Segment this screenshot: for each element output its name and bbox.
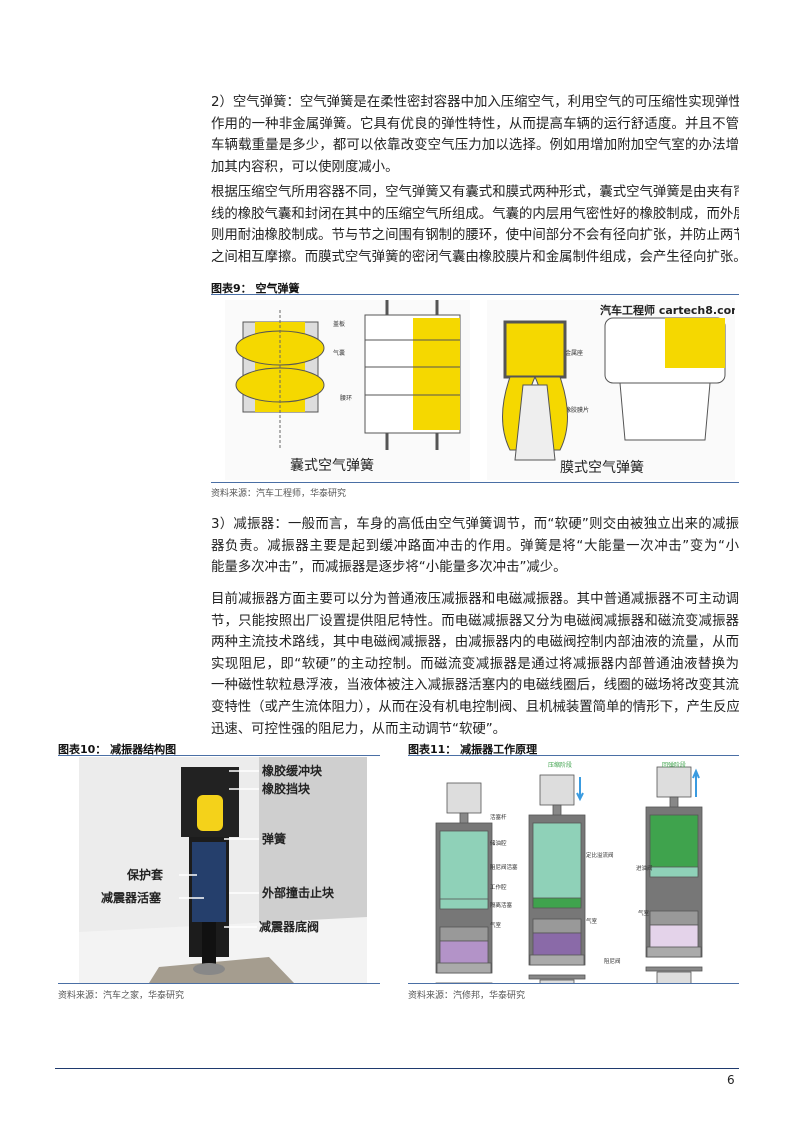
figure-11-source: 资料来源：汽修邦，华泰研究 [408, 991, 526, 1001]
paragraph-shock-absorber: 3）减振器：一般而言，车身的高低由空气弹簧调节，而“软硬”则交由被独立出来的减振… [211, 514, 739, 579]
text-line: 线的橡胶气囊和封闭在其中的压缩空气所组成。气囊的内层用气密性好的橡胶制成，而外层 [211, 206, 739, 222]
shock-bottom [528, 974, 586, 980]
figure-9-caption: 图表9： 空气弹簧 [211, 282, 300, 295]
text-line: 实现阻尼，即“软硬”的主动控制。而磁流变减振器是通过将减振器内部普通油液替换为 [211, 656, 739, 672]
text-line: 器负责。减振器主要是起到缓冲路面冲击的作用。弹簧是将“大能量一次冲击”变为“小 [211, 538, 739, 554]
isolation-piston [532, 918, 582, 934]
divider [211, 294, 739, 295]
diaphragm-spring-section [502, 320, 568, 461]
legend-damper-valve: 阻尼阀 [604, 957, 621, 965]
text-line: 两种主流技术路线，其中电磁阀减振器，由减振器内的电磁阀控制内部油液的流量，从而 [211, 635, 739, 651]
label-metal-seat: 金属座 [565, 349, 583, 357]
label-external-stop: 外部撞击止块 [262, 885, 335, 900]
label-rubber-diaphragm: 橡胶膜片 [565, 406, 589, 414]
label-waist-ring: 腰环 [340, 395, 352, 402]
base [529, 954, 585, 966]
top-mount [656, 766, 692, 798]
label-relief-valve: 定比溢流阀 [586, 851, 614, 859]
text-line: 作用的一种非金属弹簧。它具有优良的弹性特性，从而提高车辆的运行舒适度。并且不管 [211, 116, 739, 132]
text-line: 节，只能按照出厂设置提供阻尼特性。而电磁减振器又分为电磁阀减振器和磁流变减振器 [211, 613, 739, 629]
arrow-down-icon [576, 777, 584, 802]
text-line: 迅速、可控性强的阻尼力，从而主动调节“软硬”。 [211, 721, 507, 737]
text-line: 根据压缩空气所用容器不同，空气弹簧又有囊式和膜式两种形式，囊式空气弹簧是由夹有帘 [211, 185, 739, 200]
working-chamber [649, 866, 699, 878]
figure-10-photo: 橡胶缓冲块 橡胶挡块 弹簧 保护套 减震器活塞 外部撞击止块 减震器底阀 [79, 757, 367, 983]
divider [58, 755, 380, 756]
label-piston: 减震器活塞 [101, 890, 162, 905]
figure-11-caption: 图表11： 减振器工作原理 [408, 743, 538, 756]
isolation-piston [439, 926, 489, 942]
text-line: 加其内容积，可以使刚度减小。 [211, 159, 399, 175]
text-line: 能量多次冲击”，而减振器是逐步将“小能量多次冲击”减少。 [211, 560, 567, 576]
shock-absorber-image [181, 767, 239, 975]
base [436, 962, 492, 974]
text-line: 车辆载重量是多少，都可以依靠改变空气压力加以选择。例如用增加附加空气室的办法增 [211, 138, 739, 154]
divider [58, 983, 380, 984]
text-line: 2）空气弹簧：空气弹簧是在柔性密封容器中加入压缩空气，利用空气的可压缩性实现弹性 [211, 95, 739, 110]
label-spring: 弹簧 [262, 831, 286, 846]
text-line: 则用耐油橡胶制成。节与节之间围有钢制的腰环，使中间部分不会有径向扩张，并防止两节 [211, 228, 739, 244]
label-airbag: 气囊 [333, 349, 345, 357]
shock-bottom [645, 966, 703, 972]
label-piston-rod: 活塞杆 [490, 813, 507, 821]
paragraph-air-spring: 2）空气弹簧：空气弹簧是在柔性密封容器中加入压缩空气，利用空气的可压缩性实现弹性… [211, 92, 739, 178]
oil-chamber [439, 830, 489, 908]
label-bellows-type: 囊式空气弹簧 [290, 457, 374, 474]
label-rebound-stage: 回弹阶段 [662, 761, 686, 769]
text-line: 3）减振器：一般而言，车身的高低由空气弹簧调节，而“软硬”则交由被独立出来的减振 [211, 517, 739, 532]
isolation-piston [649, 910, 699, 926]
label-inlet-valve: 进油阀 [636, 864, 653, 872]
paragraph-shock-absorber-types: 目前减振器方面主要可以分为普通液压减振器和电磁减振器。其中普通减振器不可主动调 … [211, 589, 739, 740]
label-gas-chamber: 气室 [586, 917, 598, 925]
figure-10-caption: 图表10： 减振器结构图 [58, 743, 177, 756]
paragraph-air-spring-types: 根据压缩空气所用容器不同，空气弹簧又有囊式和膜式两种形式，囊式空气弹簧是由夹有帘… [211, 182, 739, 268]
label-rubber-buffer: 橡胶缓冲块 [262, 763, 323, 778]
label-rubber-stop: 橡胶挡块 [262, 781, 311, 796]
label-gas-chamber: 气室 [638, 909, 650, 917]
figure-11-diagram: 活塞杆 储油腔 阻尼阀活塞 工作腔 隔离活塞 气室 定比溢流阀 气室 进油阀 气… [408, 757, 739, 1017]
label-protective-sleeve: 保护套 [126, 867, 164, 882]
divider [408, 983, 739, 984]
divider [211, 482, 739, 483]
oil-chamber [532, 822, 582, 907]
top-mount [446, 782, 482, 814]
label-diaphragm-type: 膜式空气弹簧 [560, 460, 644, 476]
bellows-spring-section [235, 310, 325, 450]
text-line: 一种磁性软粒悬浮液，当液体被注入减振器活塞内的电磁线圈后，线圈的磁场将改变其流 [211, 678, 739, 694]
label-compression-stage: 压缩阶段 [548, 761, 572, 769]
text-line: 目前减振器方面主要可以分为普通液压减振器和电磁减振器。其中普通减振器不可主动调 [211, 592, 739, 607]
top-mount [539, 774, 575, 806]
oil-chamber [649, 814, 699, 876]
divider [408, 755, 739, 756]
footer-rule [55, 1068, 739, 1069]
text-line: 变特性（或产生流体阻力），从而在没有机电控制阀、且机械装置简单的情形下，产生反应 [211, 699, 739, 715]
label-oil-chamber: 储油腔 [490, 839, 507, 847]
label-damper-piston: 阻尼阀活塞 [490, 863, 518, 871]
label-cover-plate: 盖板 [333, 320, 345, 328]
label-base-valve: 减震器底阀 [259, 919, 319, 934]
bottom-mount [656, 971, 692, 1001]
figure-9-source: 资料来源：汽车工程师，华泰研究 [211, 489, 347, 499]
diaphragm-spring-3d [604, 317, 726, 441]
base [646, 946, 702, 958]
label-working-chamber: 工作腔 [490, 883, 507, 891]
bellows-spring-3d [364, 300, 461, 450]
label-gas-chamber: 气室 [490, 921, 502, 929]
label-isolation-piston: 隔离活塞 [490, 901, 513, 909]
arrow-up-icon [692, 768, 700, 797]
working-chamber [439, 898, 489, 910]
figure-10-source: 资料来源：汽车之家，华泰研究 [58, 991, 185, 1001]
watermark: 汽车工程师 cartech8.com [600, 303, 735, 317]
text-line: 之间相互摩擦。而膜式空气弹簧的密闭气囊由橡胶膜片和金属制件组成，会产生径向扩张。 [211, 249, 739, 265]
page-number: 6 [727, 1073, 735, 1087]
figure-9-air-spring-diagram: 盖板 气囊 腰环 金属座 橡胶膜片 汽车工程师 cartech8.com 囊式空… [225, 300, 743, 480]
working-chamber [532, 897, 582, 909]
